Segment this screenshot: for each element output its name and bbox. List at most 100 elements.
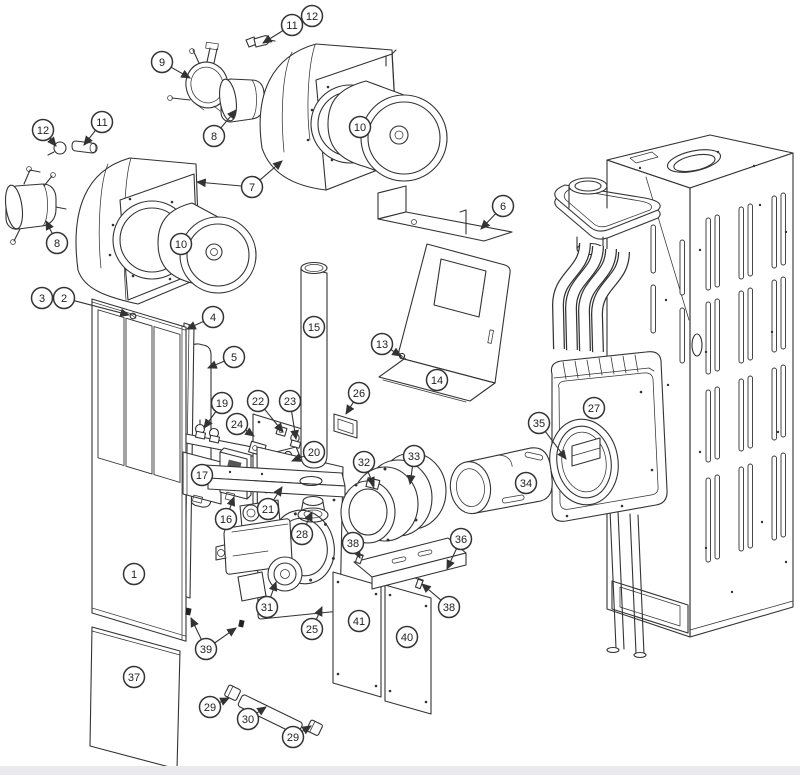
cabinet-louver-slots — [650, 192, 786, 563]
bottom-panel-40 — [384, 584, 432, 715]
callout-number: 7 — [249, 182, 255, 194]
callout-balloon-20 — [302, 440, 326, 464]
blower-assembly-upper — [167, 35, 448, 191]
leader-line-21 — [273, 486, 283, 501]
callout-number: 30 — [242, 714, 254, 726]
callout-balloon-11 — [90, 110, 114, 134]
leader-line-23 — [290, 411, 299, 441]
burner-tube — [449, 447, 553, 515]
leader-line-36 — [446, 548, 458, 570]
callout-balloon-24 — [225, 412, 249, 436]
leader-line-5 — [206, 360, 225, 369]
callout-34: 34 — [514, 471, 538, 495]
callout-balloon-37 — [122, 665, 146, 689]
callout-balloon-35 — [527, 411, 551, 435]
callout-balloon-15 — [302, 315, 326, 339]
leader-line-29 — [219, 697, 230, 706]
callout-balloon-40 — [395, 625, 419, 649]
cabinet — [606, 134, 794, 638]
heat-exchanger-tubes — [551, 242, 630, 353]
callout-number: 36 — [455, 534, 467, 546]
callout-40: 40 — [395, 625, 419, 649]
callout-balloon-19 — [210, 391, 234, 415]
leader-line-8 — [45, 220, 54, 234]
callout-number: 3 — [39, 293, 45, 305]
callout-number: 10 — [354, 122, 366, 134]
lower-door-panel — [89, 626, 181, 770]
louver-column — [153, 326, 181, 483]
callout-balloon-10 — [169, 232, 193, 256]
callout-number: 40 — [401, 632, 413, 644]
callout-number: 8 — [54, 238, 60, 250]
callout-balloon-12 — [300, 4, 324, 28]
leader-line-25 — [314, 606, 323, 620]
callout-balloon-28 — [290, 522, 314, 546]
gas-valve-assembly — [215, 499, 303, 602]
callout-balloon-38 — [341, 531, 365, 555]
callout-number: 6 — [500, 201, 506, 213]
callout-number: 24 — [231, 419, 243, 431]
callout-number: 29 — [287, 732, 299, 744]
flue-pipe — [300, 261, 328, 469]
callout-21: 21 — [256, 486, 283, 521]
callout-number: 28 — [296, 529, 308, 541]
callout-number: 29 — [204, 702, 216, 714]
leader-line-31 — [268, 580, 278, 598]
callout-number: 25 — [306, 624, 318, 636]
callout-number: 11 — [286, 20, 297, 32]
callout-number: 9 — [159, 57, 165, 69]
louver-column — [97, 309, 125, 467]
callout-balloon-32 — [352, 450, 376, 474]
flue-collector-assembly — [554, 177, 661, 256]
callout-27: 27 — [582, 396, 606, 420]
callout-balloon-27 — [582, 396, 606, 420]
blower-motor-left — [4, 166, 67, 245]
callout-35: 35 — [527, 411, 567, 460]
callout-balloon-2 — [52, 286, 76, 310]
callout-number: 34 — [520, 478, 532, 490]
callout-36: 36 — [446, 527, 473, 570]
leader-line-8 — [220, 109, 237, 129]
callout-number: 35 — [533, 418, 545, 430]
callout-26: 26 — [345, 381, 371, 415]
callout-number: 13 — [376, 339, 388, 351]
callout-balloon-9 — [150, 50, 174, 74]
callout-balloon-34 — [514, 471, 538, 495]
callout-23: 23 — [278, 389, 302, 441]
leader-line-9 — [170, 66, 191, 79]
leader-line-2 — [74, 300, 131, 318]
callout-balloon-8 — [202, 124, 226, 148]
callout-balloon-12 — [31, 118, 55, 142]
blower-assembly-left — [4, 134, 257, 305]
callout-12: 12 — [300, 4, 324, 28]
callout-number: 32 — [358, 457, 370, 469]
louver-column — [125, 317, 153, 475]
callout-balloon-29 — [198, 695, 222, 719]
cabinet-flue-hole — [666, 149, 722, 173]
callout-balloon-36 — [449, 527, 473, 551]
cabinet-knockout — [691, 333, 703, 357]
blower-housing-left — [75, 157, 201, 305]
junction-cover-plate — [333, 413, 358, 439]
heat-exchanger-legs — [606, 509, 647, 659]
callout-8: 8 — [202, 109, 237, 148]
callout-balloon-16 — [214, 507, 238, 531]
callout-2: 2 — [52, 286, 131, 318]
callout-28: 28 — [290, 511, 314, 546]
callout-balloon-1 — [122, 562, 146, 586]
callout-30: 30 — [236, 706, 267, 731]
callout-4: 4 — [186, 305, 225, 330]
control-access-panel — [378, 243, 511, 403]
callout-balloon-8 — [45, 231, 69, 255]
callout-balloon-26 — [347, 381, 371, 405]
callout-balloon-17 — [190, 463, 214, 487]
callout-number: 16 — [220, 514, 232, 526]
callout-balloon-5 — [222, 345, 246, 369]
leader-line-11 — [83, 129, 96, 146]
callout-number: 17 — [196, 470, 208, 482]
igniter — [245, 35, 276, 48]
leader-line-13 — [390, 347, 402, 357]
callout-number: 12 — [306, 11, 318, 23]
leader-line-26 — [345, 401, 355, 415]
